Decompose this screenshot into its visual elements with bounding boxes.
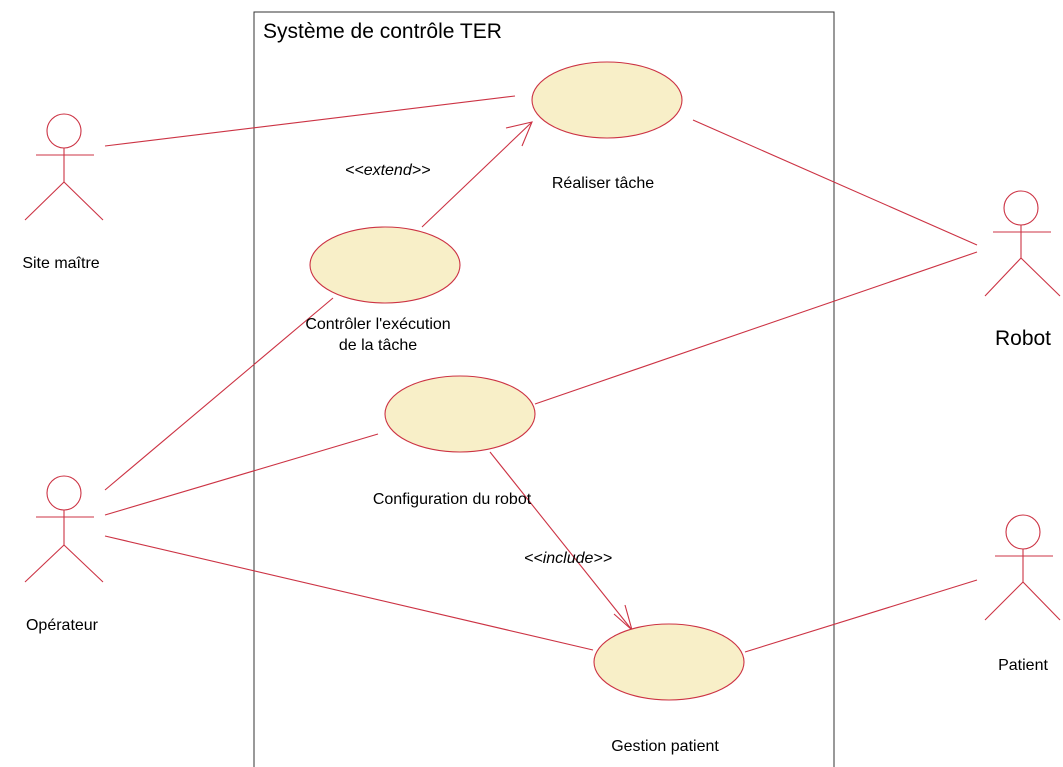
actor-label: Robot	[995, 327, 1051, 350]
assoc-realiser-robot	[692, 119, 978, 246]
actor-operateur: Opérateur	[24, 475, 104, 634]
assoc-operateur-controler	[104, 297, 334, 491]
use-case-label-line2: de la tâche	[339, 337, 417, 354]
use-case-gestion-patient: Gestion patient	[593, 623, 745, 755]
stick-figure-icon	[24, 475, 104, 583]
assoc-operateur-configuration	[104, 433, 379, 516]
use-case-ellipse	[309, 226, 461, 304]
use-case-configuration-robot: Configuration du robot	[373, 375, 536, 508]
extend-dependency	[421, 121, 533, 228]
assoc-gestion-patient	[744, 579, 978, 653]
assoc-site-maitre-realiser	[104, 95, 516, 147]
stick-figure-icon	[24, 113, 104, 221]
use-case-ellipse	[593, 623, 745, 701]
actor-label: Patient	[998, 657, 1048, 674]
assoc-operateur-gestion	[104, 535, 594, 651]
use-case-label: Configuration du robot	[373, 491, 532, 508]
use-case-label: Gestion patient	[611, 738, 719, 755]
system-title: Système de contrôle TER	[263, 20, 502, 43]
use-case-label-line1: Contrôler l'exécution	[305, 316, 450, 333]
use-case-label: Réaliser tâche	[552, 175, 654, 192]
use-case-controler-execution: Contrôler l'exécution de la tâche	[305, 226, 461, 354]
extend-label: <<extend>>	[345, 162, 430, 179]
include-label: <<include>>	[524, 550, 612, 567]
actor-patient: Patient	[984, 514, 1061, 674]
actor-label: Site maître	[22, 255, 99, 272]
system-boundary	[253, 11, 835, 767]
stick-figure-icon	[984, 514, 1061, 621]
assoc-configuration-robot	[534, 251, 978, 405]
stick-figure-icon	[984, 190, 1061, 297]
use-case-ellipse	[384, 375, 536, 453]
actor-label: Opérateur	[26, 617, 99, 634]
actor-site-maitre: Site maître	[22, 113, 104, 272]
use-case-ellipse	[531, 61, 683, 139]
associations	[104, 95, 978, 653]
actor-robot: Robot	[984, 190, 1061, 350]
use-case-realiser-tache: Réaliser tâche	[531, 61, 683, 192]
